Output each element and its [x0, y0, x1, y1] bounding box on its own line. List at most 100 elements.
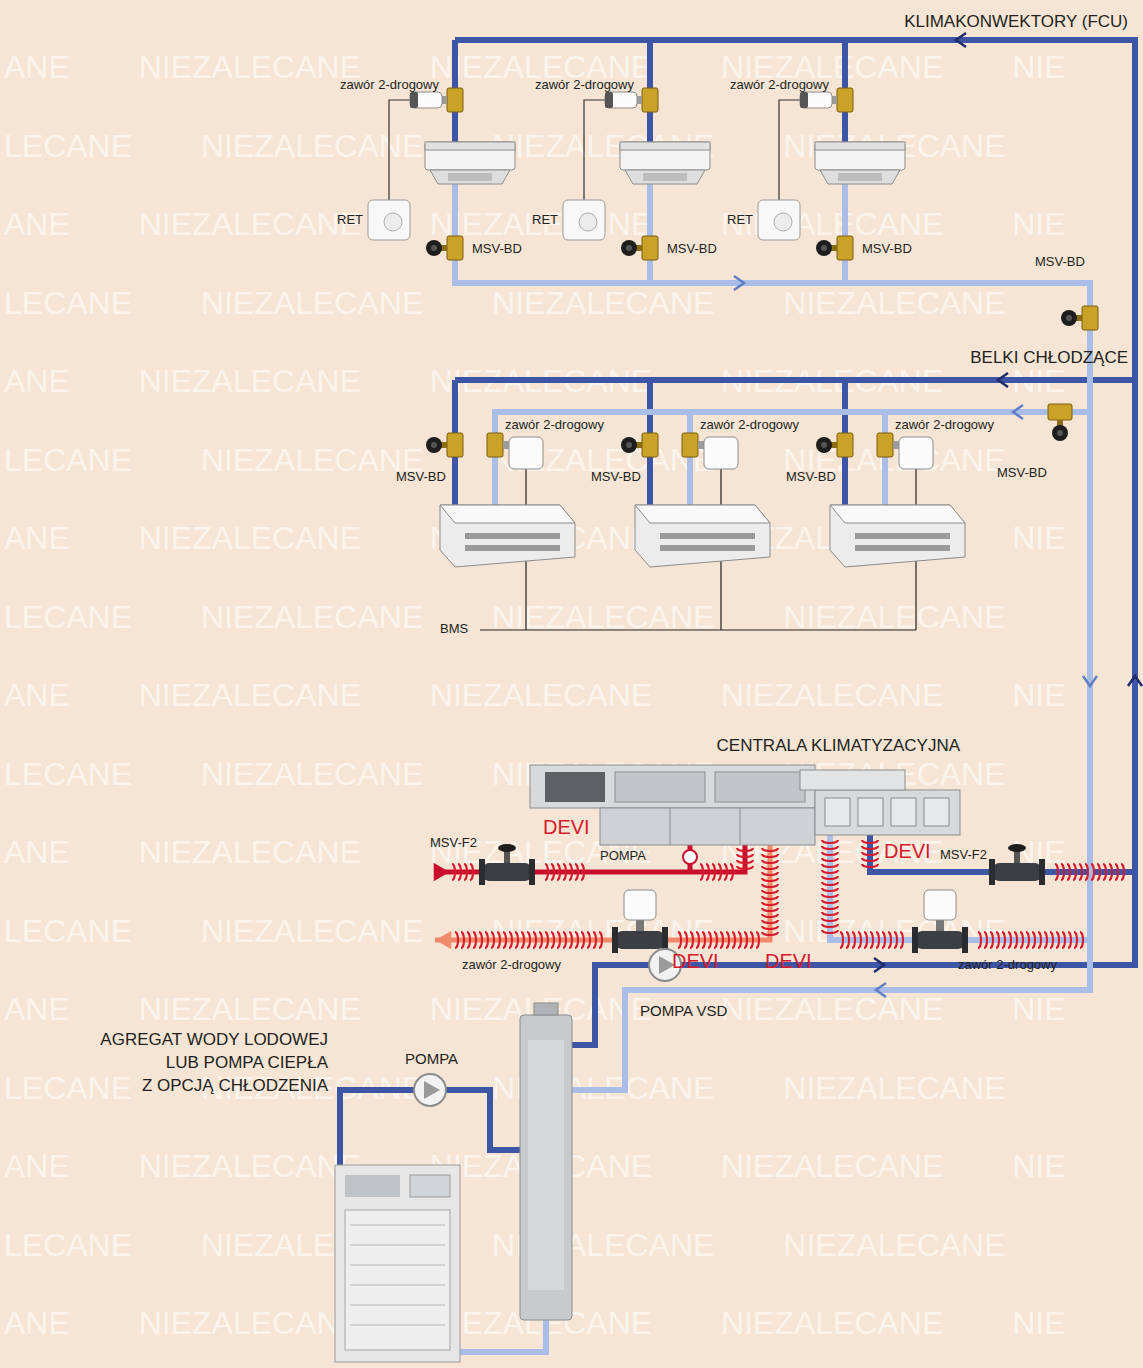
fan-coil-unit [425, 142, 515, 184]
control-wire [389, 100, 410, 200]
part-label: zawór 2-drogowy [462, 958, 561, 973]
part-label: POMPA [600, 849, 646, 864]
air-handling-unit [815, 790, 960, 835]
flanged-valve [479, 844, 1045, 953]
flanged-valve [989, 844, 1045, 885]
part-label: zawór 2-drogowy [505, 418, 604, 433]
cable-label: DEVI [765, 950, 812, 973]
section-heading: BELKI CHŁODZĄCE [970, 348, 1128, 368]
flow-arrow [1013, 405, 1023, 419]
air-handling-unit [670, 808, 671, 845]
heating-cable [862, 840, 878, 867]
chiller-unit [345, 1210, 450, 1350]
balancing-valve [1061, 306, 1098, 330]
heating-cable [978, 932, 1083, 948]
heating-cable [1055, 864, 1124, 880]
chiller-unit [350, 1245, 445, 1246]
air-handling-unit [600, 808, 815, 845]
heating-cable [455, 932, 602, 948]
part-label: MSV-F2 [940, 848, 987, 863]
part-label: MSV-BD [997, 466, 1047, 481]
balancing-valve [426, 433, 463, 457]
part-label: POMPA VSD [640, 1002, 727, 1019]
heating-cable [700, 864, 733, 880]
coil-pump [683, 850, 697, 864]
air-handling-unit [530, 765, 815, 808]
part-label: MSV-BD [862, 242, 912, 257]
air-handling-unit [530, 765, 960, 845]
room-thermostat [368, 200, 410, 240]
air-handling-unit [740, 808, 741, 845]
watermark: LECANE NIEZALECANE NIEZALECANE NIEZALECA… [4, 287, 1006, 319]
fan-coil-unit [620, 142, 710, 184]
room-thermostat [563, 200, 605, 240]
chilled-beam [440, 505, 575, 567]
chilled-beam [830, 505, 965, 567]
part-label: RET [727, 213, 753, 228]
room-thermostat [368, 200, 800, 240]
balancing-valve [816, 433, 853, 457]
flow-arrow [1083, 676, 1097, 686]
control-wire [584, 100, 605, 200]
beam-valve-actuator [487, 433, 933, 469]
flow-arrow [438, 933, 450, 947]
air-handling-unit [891, 798, 916, 826]
part-label: RET [532, 213, 558, 228]
chilled-beam [635, 505, 770, 567]
beam-valve-actuator [682, 433, 738, 469]
hydraulic-separator [534, 1003, 558, 1015]
beam-valve-actuator [877, 433, 933, 469]
cable-label: DEVI [884, 840, 931, 863]
flanged-valve [479, 844, 535, 885]
heating-cable [678, 932, 759, 948]
air-handling-unit [545, 772, 605, 802]
chilled-beam [440, 505, 965, 567]
flow-arrow [874, 958, 884, 972]
chiller-unit [350, 1305, 445, 1306]
section-heading: LUB POMPA CIEPŁA [166, 1053, 328, 1073]
flow-arrow [956, 33, 966, 47]
room-thermostat [758, 200, 800, 240]
heating-return-pipe [435, 845, 770, 940]
heating-cable [737, 848, 753, 869]
coil-pump [683, 850, 697, 864]
heating-cable [840, 932, 903, 948]
chiller-unit [345, 1175, 400, 1197]
part-label: zawór 2-drogowy [340, 78, 439, 93]
flow-arrow [876, 983, 886, 997]
balancing-valve [621, 236, 658, 260]
part-label: MSV-BD [1035, 255, 1085, 270]
flow-arrow [734, 276, 744, 290]
beam-valve-actuator [487, 433, 543, 469]
chiller-unit [350, 1325, 445, 1326]
air-handling-unit [615, 772, 705, 802]
heating-cable [762, 848, 778, 935]
flanged-valve [912, 890, 968, 953]
return-pipe [495, 412, 1090, 505]
control-wire [779, 100, 800, 200]
part-label: zawór 2-drogowy [730, 78, 829, 93]
cable-label: DEVI [672, 950, 719, 973]
flow-arrow [998, 373, 1008, 387]
balancing-valve [1048, 404, 1072, 441]
chiller-unit [335, 1165, 460, 1362]
part-label: zawór 2-drogowy [535, 78, 634, 93]
air-handling-unit [715, 772, 805, 802]
heating-cable [545, 864, 584, 880]
air-handling-unit [858, 798, 883, 826]
part-label: MSV-BD [786, 470, 836, 485]
part-label: RET [337, 213, 363, 228]
heating-cable [452, 864, 473, 880]
return-pipe [460, 1320, 546, 1352]
air-handling-unit [800, 770, 905, 790]
fan-coil-unit [425, 142, 905, 184]
watermark: ANE NIEZALECANE NIEZALECANE NIEZALECANE … [4, 51, 1066, 83]
supply-pipe [340, 40, 1135, 1165]
part-label: POMPA [405, 1050, 458, 1067]
return-pipe [842, 184, 848, 283]
chiller-unit [335, 1165, 460, 1362]
air-handling-unit [825, 798, 850, 826]
balancing-valve [621, 433, 658, 457]
hydraulic-separator [520, 1015, 572, 1320]
